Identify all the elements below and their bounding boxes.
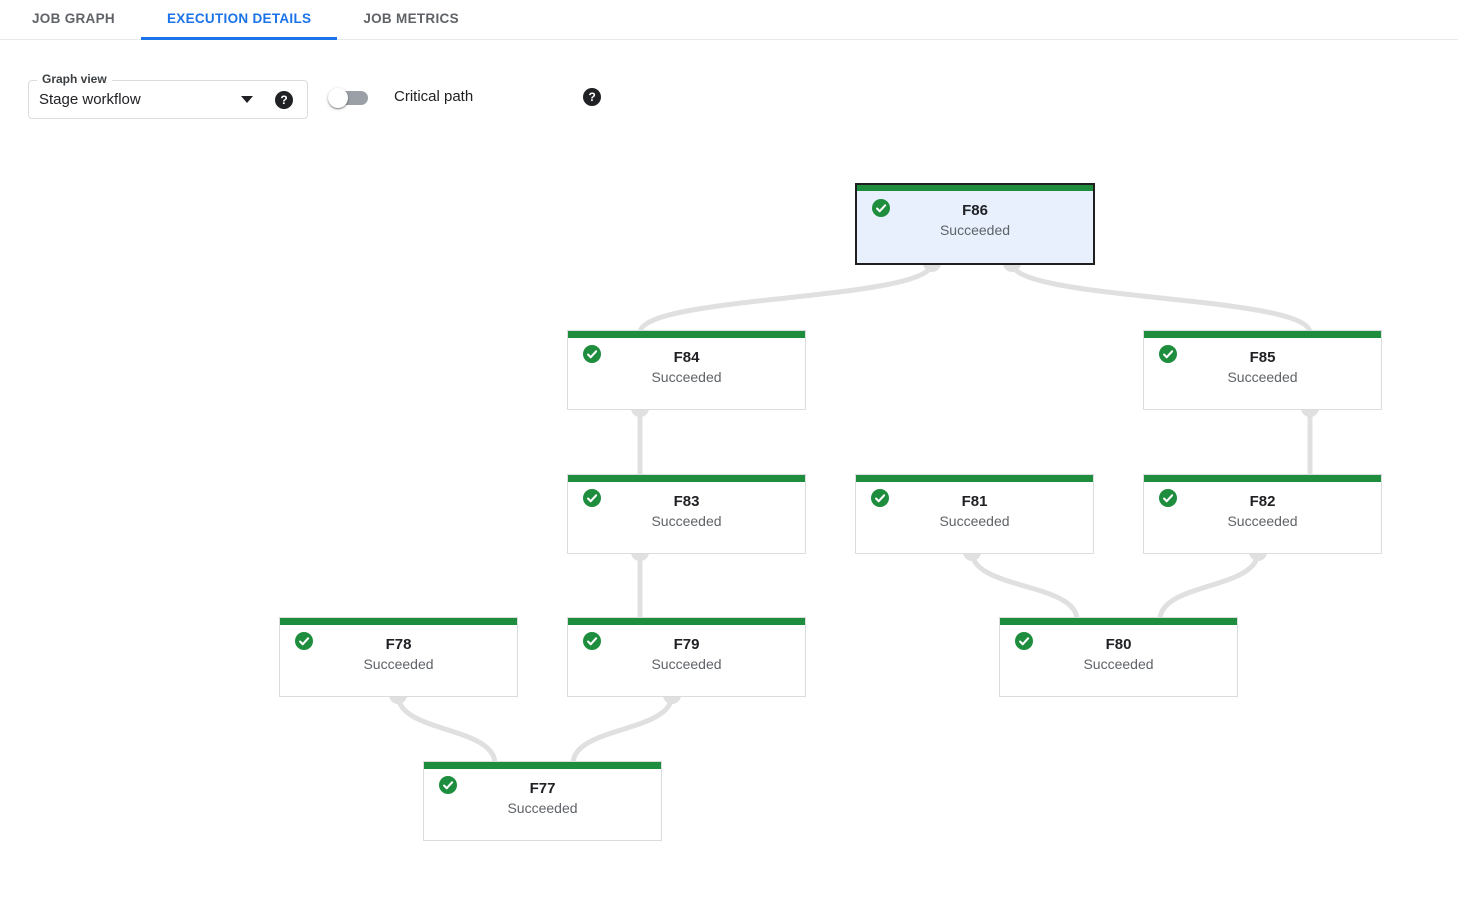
stage-name: F81 bbox=[961, 493, 988, 510]
success-check-icon bbox=[583, 489, 601, 507]
graph-view-select[interactable]: Graph view Stage workflow ? bbox=[28, 72, 308, 119]
node-status-bar bbox=[568, 618, 805, 625]
chevron-down-icon bbox=[241, 96, 253, 103]
stage-status: Succeeded bbox=[651, 656, 722, 672]
edge-f82-f80 bbox=[1157, 551, 1261, 621]
toggle-knob bbox=[328, 88, 348, 108]
stage-status: Succeeded bbox=[939, 222, 1011, 238]
stage-status: Succeeded bbox=[363, 656, 434, 672]
node-status-bar bbox=[1144, 475, 1381, 482]
node-status-bar bbox=[568, 475, 805, 482]
tab-bar: JOB GRAPH EXECUTION DETAILS JOB METRICS bbox=[0, 0, 1458, 40]
stage-name: F82 bbox=[1249, 493, 1276, 510]
stage-status: Succeeded bbox=[651, 369, 722, 385]
stage-status: Succeeded bbox=[651, 513, 722, 529]
stage-status: Succeeded bbox=[1227, 369, 1298, 385]
tab-execution-details[interactable]: EXECUTION DETAILS bbox=[140, 0, 338, 40]
success-check-icon bbox=[583, 632, 601, 650]
stage-name: F78 bbox=[385, 636, 412, 653]
stage-status: Succeeded bbox=[1227, 513, 1298, 529]
stage-status: Succeeded bbox=[1083, 656, 1154, 672]
tab-job-graph[interactable]: JOB GRAPH bbox=[32, 11, 115, 26]
stage-name: F83 bbox=[673, 493, 700, 510]
critical-path-label: Critical path bbox=[394, 87, 474, 105]
success-check-icon bbox=[295, 632, 313, 650]
node-status-bar bbox=[424, 762, 661, 769]
critical-path-help-icon[interactable]: ? bbox=[583, 88, 602, 106]
success-check-icon bbox=[871, 489, 889, 507]
edge-f78-f77 bbox=[395, 694, 498, 765]
success-check-icon bbox=[583, 345, 601, 363]
success-check-icon bbox=[439, 776, 457, 794]
stage-status: Succeeded bbox=[939, 513, 1010, 529]
success-check-icon bbox=[872, 199, 890, 217]
edge-f79-f77 bbox=[570, 694, 675, 765]
node-status-bar bbox=[856, 475, 1093, 482]
success-check-icon bbox=[1015, 632, 1033, 650]
stage-name: F80 bbox=[1105, 636, 1132, 653]
critical-path-toggle[interactable] bbox=[328, 88, 368, 108]
node-status-bar bbox=[1000, 618, 1237, 625]
stage-name: F86 bbox=[962, 202, 988, 219]
success-check-icon bbox=[1159, 345, 1177, 363]
node-status-bar bbox=[1144, 331, 1381, 338]
stage-name: F84 bbox=[673, 349, 700, 366]
stage-name: F79 bbox=[673, 636, 700, 653]
node-status-bar bbox=[280, 618, 517, 625]
edge-f86-f85 bbox=[1009, 262, 1313, 334]
graph-view-value: Stage workflow bbox=[39, 91, 141, 108]
graph-view-help-icon[interactable]: ? bbox=[275, 90, 293, 109]
tab-job-metrics[interactable]: JOB METRICS bbox=[363, 11, 459, 26]
edge-f86-f84 bbox=[637, 262, 935, 334]
node-status-bar bbox=[857, 185, 1093, 191]
success-check-icon bbox=[1159, 489, 1177, 507]
node-status-bar bbox=[568, 331, 805, 338]
stage-status: Succeeded bbox=[507, 800, 578, 816]
stage-name: F77 bbox=[529, 780, 556, 797]
critical-path-control: Critical path ? bbox=[328, 86, 602, 108]
edge-f81-f80 bbox=[969, 551, 1080, 621]
graph-view-label: Graph view bbox=[37, 72, 112, 86]
stage-name: F85 bbox=[1249, 349, 1276, 366]
